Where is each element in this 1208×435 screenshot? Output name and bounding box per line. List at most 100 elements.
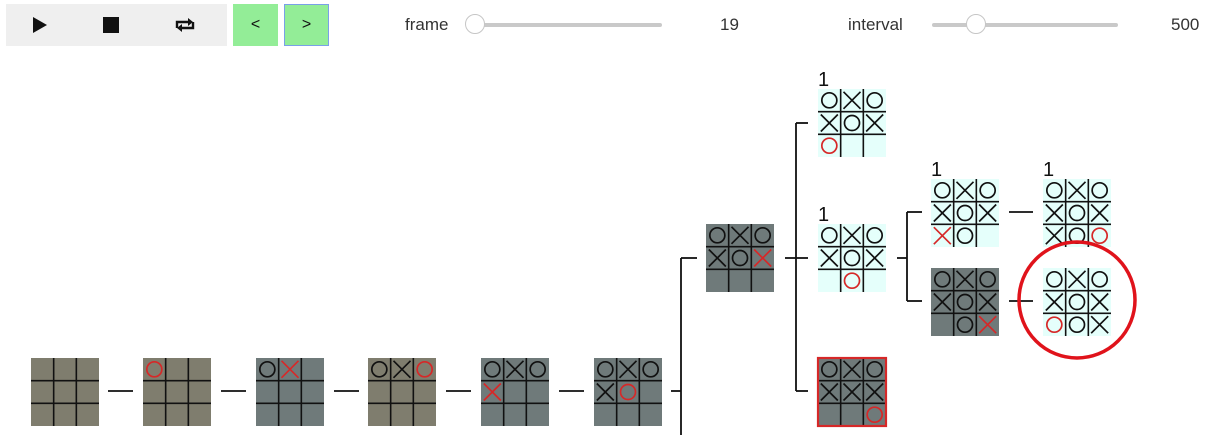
highlight-circle (1017, 240, 1137, 360)
next-frame-button[interactable]: > (284, 4, 329, 46)
x-mark (820, 382, 839, 402)
o-mark (731, 249, 749, 267)
interval-slider-track[interactable] (932, 23, 1118, 27)
o-mark (956, 316, 974, 334)
x-mark (820, 113, 839, 133)
o-mark (820, 91, 838, 109)
o-mark (820, 226, 838, 244)
x-mark (955, 270, 975, 289)
x-mark (505, 360, 525, 379)
x-mark (1090, 203, 1109, 223)
x-mark (483, 382, 502, 402)
o-mark (956, 293, 974, 311)
o-mark (1045, 181, 1063, 199)
o-mark (1045, 270, 1063, 288)
tree-nodes: 1 1 1 1 (31, 69, 1111, 428)
x-mark (978, 203, 997, 223)
x-mark (978, 292, 997, 312)
board-node (816, 356, 888, 428)
x-mark (753, 248, 772, 268)
o-mark (754, 226, 772, 244)
o-mark (1068, 293, 1086, 311)
interval-slider-thumb[interactable] (966, 14, 986, 34)
frame-value: 19 (720, 15, 739, 34)
board-node (481, 358, 549, 426)
o-mark (1091, 227, 1109, 245)
o-mark (956, 204, 974, 222)
o-mark (1045, 316, 1063, 334)
x-mark (820, 248, 839, 268)
interval-value: 500 (1171, 15, 1200, 34)
o-mark (145, 360, 163, 378)
x-mark (1045, 226, 1064, 245)
play-icon (33, 17, 47, 33)
o-mark (619, 383, 637, 401)
x-mark (865, 113, 884, 133)
x-mark (730, 226, 750, 245)
playback-toolbar: < > frame 19 interval 500 (0, 0, 1208, 50)
x-mark (933, 292, 952, 312)
node-score: 1 (818, 69, 829, 91)
o-mark (1068, 316, 1086, 334)
board-node (368, 358, 436, 426)
frame-slider-track[interactable] (466, 23, 662, 27)
loop-button[interactable] (152, 4, 218, 46)
board-node (706, 224, 774, 292)
o-mark (979, 181, 997, 199)
x-mark (280, 360, 300, 379)
o-mark (370, 360, 388, 378)
play-button[interactable] (6, 4, 72, 46)
tree-edges (108, 122, 1033, 435)
x-mark (1045, 292, 1064, 312)
board-node: 1 (931, 159, 999, 247)
o-mark (483, 360, 501, 378)
o-mark (258, 360, 276, 378)
o-mark (642, 360, 660, 378)
board-node (1043, 268, 1111, 336)
o-mark (843, 272, 861, 290)
board-node (143, 358, 211, 426)
o-mark (820, 360, 838, 378)
x-mark (596, 382, 615, 402)
o-mark (933, 270, 951, 288)
x-mark (1045, 203, 1064, 223)
stop-icon (103, 17, 119, 33)
board-node (31, 358, 99, 426)
x-mark (865, 248, 884, 268)
o-mark (866, 226, 884, 244)
o-mark (1091, 270, 1109, 288)
node-score: 1 (1043, 159, 1054, 181)
node-score: 1 (931, 159, 942, 181)
node-score: 1 (818, 204, 829, 226)
x-mark (1067, 181, 1087, 200)
x-mark (978, 315, 997, 334)
board-node: 1 (1043, 159, 1111, 247)
x-mark (1090, 315, 1109, 334)
x-mark (933, 203, 952, 223)
x-mark (392, 360, 412, 379)
o-mark (933, 181, 951, 199)
x-mark (933, 226, 952, 245)
x-mark (1090, 292, 1109, 312)
interval-label: interval (848, 15, 903, 34)
stop-button[interactable] (78, 4, 144, 46)
o-mark (596, 360, 614, 378)
board-node (256, 358, 324, 426)
o-mark (866, 360, 884, 378)
loop-icon (175, 18, 195, 32)
x-mark (618, 360, 638, 379)
x-mark (865, 382, 884, 402)
o-mark (956, 227, 974, 245)
board-node (931, 268, 999, 336)
o-mark (820, 137, 838, 155)
frame-label: frame (405, 15, 449, 34)
frame-slider-thumb[interactable] (465, 14, 485, 34)
o-mark (708, 226, 726, 244)
x-mark (842, 226, 862, 245)
o-mark (866, 406, 884, 424)
x-mark (842, 382, 862, 402)
x-mark (955, 181, 975, 200)
previous-frame-button[interactable]: < (233, 4, 278, 46)
o-mark (416, 360, 434, 378)
